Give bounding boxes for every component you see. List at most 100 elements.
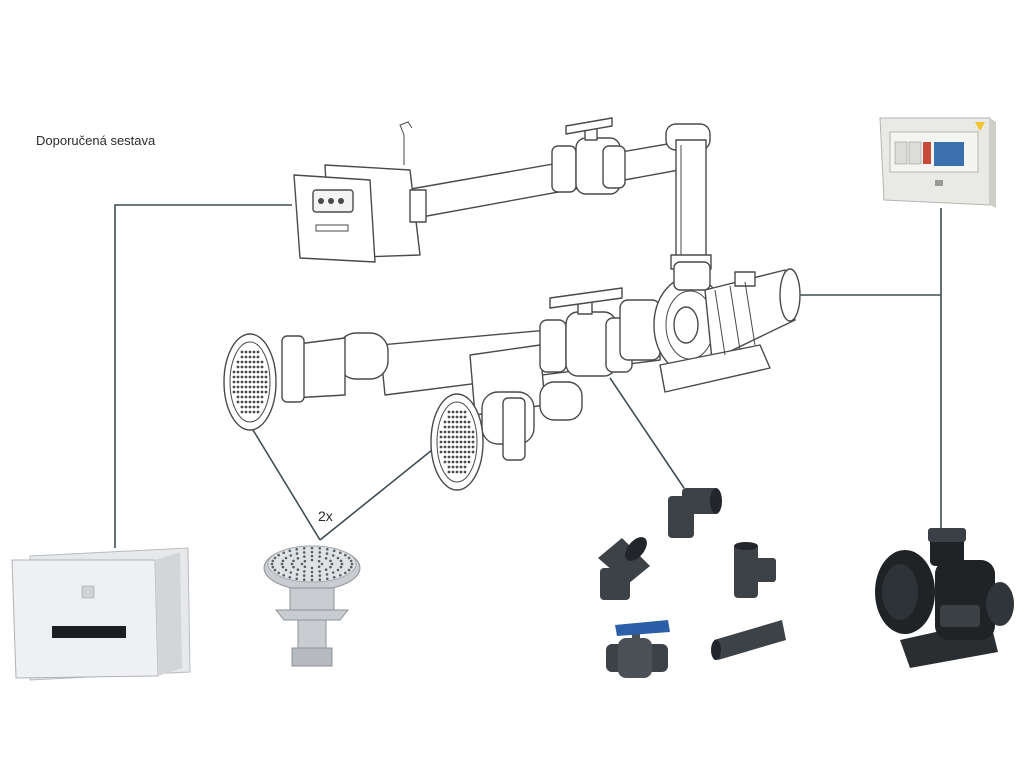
perforation-hole: [447, 420, 451, 424]
elbow-90-fitting: [668, 488, 722, 538]
perforation-hole: [324, 557, 328, 560]
perforation-hole: [232, 380, 236, 384]
perforation-hole: [471, 435, 475, 439]
perforation-hole: [459, 425, 463, 429]
perforation-hole: [288, 576, 292, 579]
perforation-hole: [463, 455, 467, 459]
perforation-hole: [236, 395, 240, 399]
perforation-hole: [252, 370, 256, 374]
perforation-hole: [252, 360, 256, 364]
switchboard-icon: [879, 117, 996, 208]
perforation-hole: [310, 550, 314, 554]
perforation-hole: [329, 559, 332, 563]
perforation-hole: [260, 365, 264, 369]
perforation-hole: [339, 565, 343, 569]
perforation-hole: [471, 445, 475, 449]
perforation-hole: [277, 553, 281, 557]
perforation-hole: [252, 350, 256, 354]
perforation-hole: [281, 559, 285, 563]
elbow-45-fitting: [598, 537, 650, 600]
perforation-hole: [284, 556, 288, 560]
perforation-hole: [467, 440, 471, 444]
perforation-hole: [447, 470, 451, 474]
perforation-hole: [302, 547, 306, 550]
perforation-hole: [459, 420, 463, 424]
perforation-hole: [459, 460, 463, 464]
perforation-hole: [264, 370, 268, 374]
perforation-hole: [443, 435, 447, 439]
connector-nozzle-left: [252, 429, 321, 541]
perforation-hole: [248, 410, 252, 414]
perforation-hole: [455, 470, 459, 474]
perforation-hole: [248, 395, 252, 399]
perforation-hole: [467, 420, 471, 424]
perforation-hole: [240, 360, 244, 364]
perforation-hole: [439, 430, 443, 434]
perforation-hole: [326, 577, 329, 581]
perforation-hole: [447, 415, 451, 419]
perforation-hole: [467, 460, 471, 464]
perforation-hole: [317, 559, 321, 563]
perforation-hole: [463, 470, 467, 474]
perforation-hole: [260, 390, 264, 394]
perforation-hole: [302, 574, 306, 577]
perforation-hole: [302, 578, 306, 581]
perforation-hole: [318, 547, 322, 550]
perforation-hole: [284, 568, 288, 572]
perforation-hole: [443, 430, 447, 434]
perforation-hole: [332, 576, 336, 579]
perforation-hole: [443, 440, 447, 444]
perforation-hole: [281, 565, 285, 569]
perforation-hole: [264, 385, 268, 389]
perforation-hole: [260, 395, 264, 399]
perforation-hole: [447, 425, 451, 429]
perforation-hole: [310, 554, 314, 558]
perforation-hole: [318, 555, 322, 558]
perforation-hole: [318, 574, 322, 577]
perforation-hole: [471, 430, 475, 434]
perforation-hole: [248, 375, 252, 379]
wall-nozzle-icon: [263, 545, 361, 667]
perforation-hole: [271, 559, 275, 563]
perforation-hole: [459, 465, 463, 469]
nozzle-quantity-label: 2x: [318, 508, 333, 524]
perforation-hole: [455, 425, 459, 429]
perforation-hole: [244, 360, 248, 364]
control-unit-icon: [11, 547, 191, 681]
perforation-hole: [248, 365, 252, 369]
perforation-hole: [282, 551, 286, 554]
perforation-hole: [318, 578, 322, 581]
perforation-hole: [244, 410, 248, 414]
perforation-hole: [463, 425, 467, 429]
perforation-hole: [303, 565, 307, 569]
perforation-hole: [248, 380, 252, 384]
perforation-hole: [455, 415, 459, 419]
perforation-hole: [296, 568, 300, 571]
perforation-hole: [252, 395, 256, 399]
perforation-hole: [463, 435, 467, 439]
perforation-hole: [240, 390, 244, 394]
perforation-hole: [244, 365, 248, 369]
perforation-hole: [324, 568, 328, 571]
perforation-hole: [252, 385, 256, 389]
perforation-hole: [459, 455, 463, 459]
perforation-hole: [256, 375, 260, 379]
perforation-hole: [289, 571, 293, 574]
perforation-hole: [455, 460, 459, 464]
perforation-hole: [451, 410, 455, 414]
perforation-hole: [232, 375, 236, 379]
perforation-hole: [336, 568, 340, 572]
perforation-hole: [439, 435, 443, 439]
perforation-hole: [451, 470, 455, 474]
perforation-hole: [240, 385, 244, 389]
perforation-hole: [349, 559, 353, 563]
perforation-hole: [447, 445, 451, 449]
perforation-hole: [331, 571, 335, 574]
perforation-hole: [451, 440, 455, 444]
perforation-hole: [310, 566, 314, 570]
connector-nozzle-right: [319, 449, 433, 541]
perforation-hole: [236, 370, 240, 374]
perforation-hole: [451, 420, 455, 424]
perforation-hole: [332, 549, 336, 552]
perforation-hole: [260, 360, 264, 364]
